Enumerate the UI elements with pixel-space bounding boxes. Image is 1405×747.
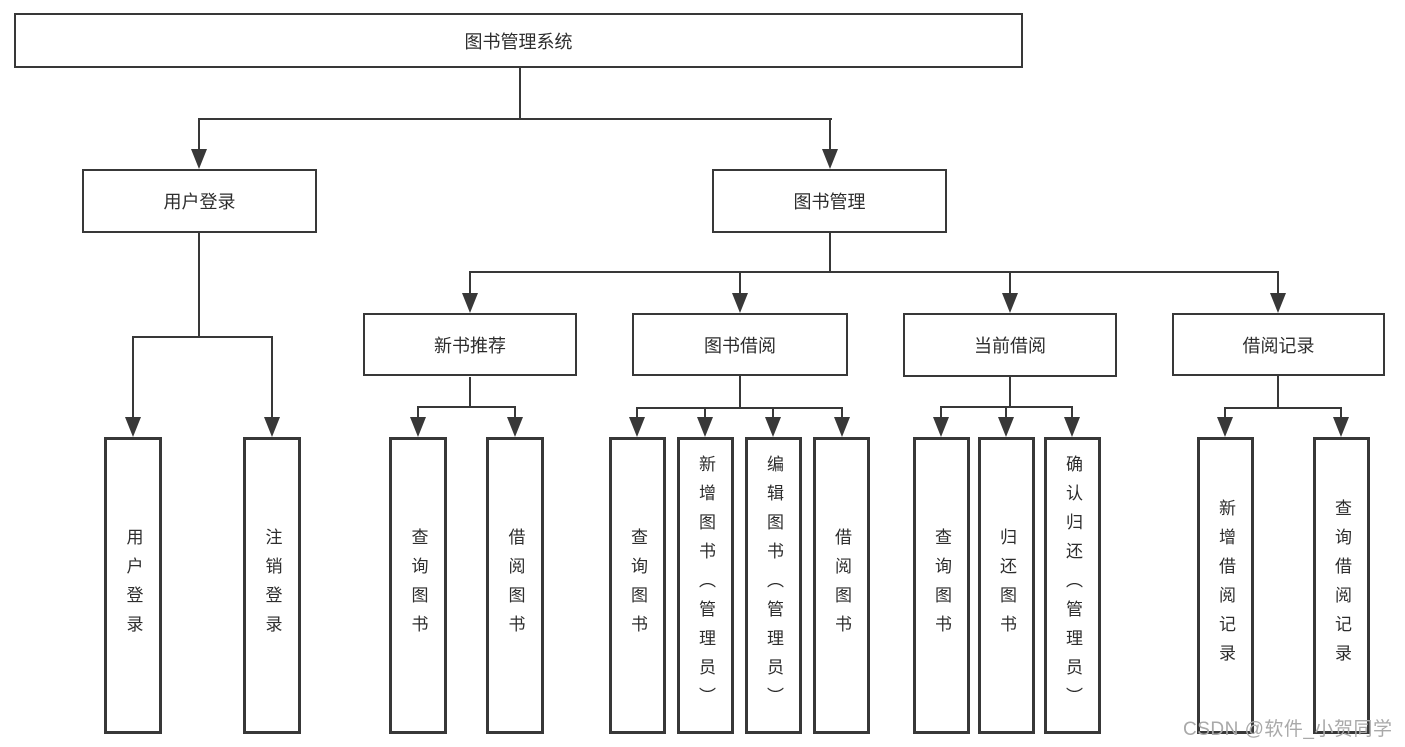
connector-line <box>636 409 638 419</box>
arrow-down-icon <box>1270 293 1286 313</box>
connector-line <box>1005 408 1007 419</box>
node-root-book-management-system: 图书管理系统 <box>14 13 1023 68</box>
node-label: 当前借阅 <box>974 336 1046 356</box>
connector-line <box>469 271 1279 273</box>
connector-line <box>1224 409 1226 419</box>
connector-line <box>829 233 831 273</box>
arrow-down-icon <box>765 417 781 437</box>
arrow-down-icon <box>264 417 280 437</box>
leaf-current-return-books: 归还图书 <box>978 437 1035 734</box>
node-label: 借阅图书 <box>832 527 851 644</box>
leaf-logout: 注销登录 <box>243 437 301 734</box>
connector-line <box>1071 408 1073 419</box>
connector-line <box>198 120 200 153</box>
node-current-borrowing: 当前借阅 <box>903 313 1117 377</box>
node-label: 注销登录 <box>262 527 282 644</box>
connector-line <box>636 407 843 409</box>
connector-line <box>417 408 419 419</box>
node-label: 归还图书 <box>997 527 1016 644</box>
arrow-down-icon <box>697 417 713 437</box>
node-label: 图书管理 <box>793 192 866 212</box>
node-label: 用户登录 <box>123 527 143 644</box>
connector-line <box>514 408 516 419</box>
connector-line <box>1340 409 1342 419</box>
connector-line <box>519 68 521 119</box>
node-label: 借阅图书 <box>505 527 525 644</box>
node-label: 查询图书 <box>408 527 428 644</box>
csdn-watermark: CSDN @软件_小贺同学 <box>1183 719 1393 740</box>
node-label: 查询借阅记录 <box>1332 498 1351 673</box>
connector-line <box>132 336 273 338</box>
connector-line <box>417 406 516 408</box>
node-label: 确认归还（管理员） <box>1063 455 1082 716</box>
arrow-down-icon <box>1333 417 1349 437</box>
arrow-down-icon <box>462 293 478 313</box>
node-label: 借阅记录 <box>1242 335 1315 356</box>
connector-line <box>132 338 134 420</box>
connector-line <box>469 377 471 407</box>
connector-line <box>940 406 1073 408</box>
arrow-down-icon <box>1217 417 1233 437</box>
node-book-borrowing: 图书借阅 <box>632 313 848 376</box>
node-label: 新书推荐 <box>434 335 506 356</box>
node-book-management: 图书管理 <box>712 169 947 233</box>
connector-line <box>829 120 831 153</box>
arrow-down-icon <box>732 293 748 313</box>
connector-line <box>841 409 843 419</box>
leaf-recommend-query-books: 查询图书 <box>389 437 447 734</box>
node-label: 图书借阅 <box>704 335 776 356</box>
leaf-borrowing-edit-books-admin: 编辑图书（管理员） <box>745 437 802 734</box>
leaf-borrowing-borrow-books: 借阅图书 <box>813 437 870 734</box>
connector-line <box>1009 273 1011 297</box>
connector-line <box>198 233 200 337</box>
leaf-current-query-books: 查询图书 <box>913 437 970 734</box>
connector-line <box>198 118 832 120</box>
arrow-down-icon <box>629 417 645 437</box>
leaf-borrowing-query-books: 查询图书 <box>609 437 666 734</box>
node-borrowing-records: 借阅记录 <box>1172 313 1385 376</box>
arrow-down-icon <box>1064 417 1080 437</box>
arrow-down-icon <box>998 417 1014 437</box>
node-label: 新增图书（管理员） <box>696 455 715 716</box>
leaf-records-add-record: 新增借阅记录 <box>1197 437 1254 734</box>
node-label: 查询图书 <box>628 527 647 644</box>
arrow-down-icon <box>125 417 141 437</box>
arrow-down-icon <box>1002 293 1018 313</box>
leaf-borrowing-add-books-admin: 新增图书（管理员） <box>677 437 734 734</box>
arrow-down-icon <box>822 149 838 169</box>
node-user-login: 用户登录 <box>82 169 317 233</box>
node-label: 新增借阅记录 <box>1216 498 1235 673</box>
arrow-down-icon <box>834 417 850 437</box>
connector-line <box>772 409 774 419</box>
arrow-down-icon <box>410 417 426 437</box>
node-label: 用户登录 <box>163 192 236 212</box>
connector-line <box>704 409 706 419</box>
node-label: 编辑图书（管理员） <box>764 455 783 716</box>
connector-line <box>271 338 273 420</box>
connector-line <box>1277 376 1279 408</box>
connector-line <box>739 376 741 408</box>
connector-line <box>739 273 741 297</box>
leaf-current-confirm-return-admin: 确认归还（管理员） <box>1044 437 1101 734</box>
connector-line <box>469 273 471 297</box>
node-new-book-recommend: 新书推荐 <box>363 313 577 376</box>
arrow-down-icon <box>507 417 523 437</box>
connector-line <box>1277 273 1279 297</box>
leaf-recommend-borrow-books: 借阅图书 <box>486 437 544 734</box>
connector-line <box>1009 377 1011 407</box>
leaf-records-query-record: 查询借阅记录 <box>1313 437 1370 734</box>
arrow-down-icon <box>933 417 949 437</box>
node-label: 查询图书 <box>932 527 951 644</box>
connector-line <box>940 408 942 419</box>
leaf-user-login: 用户登录 <box>104 437 162 734</box>
node-label: 图书管理系统 <box>464 31 573 52</box>
arrow-down-icon <box>191 149 207 169</box>
connector-line <box>1224 407 1342 409</box>
